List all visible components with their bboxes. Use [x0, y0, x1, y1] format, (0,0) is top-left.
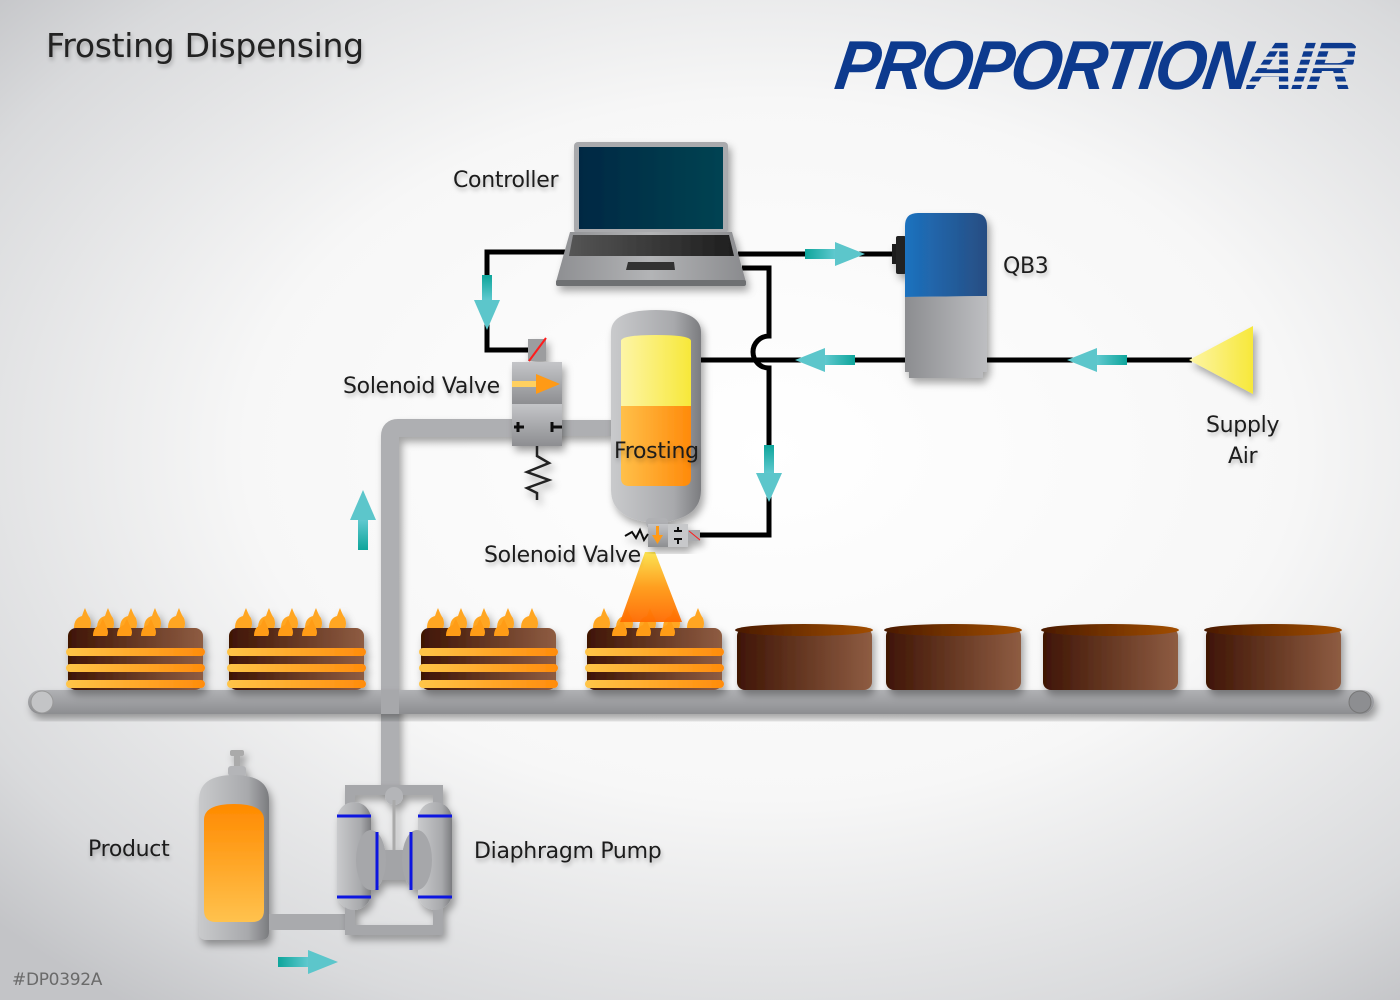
- supply-air-label-line1: Supply: [1206, 413, 1280, 438]
- cakes-group: [66, 608, 1342, 690]
- frosted-cake: [66, 608, 205, 690]
- flow-arrow-down-icon: [474, 275, 500, 330]
- flow-arrow-left-icon: [795, 348, 855, 372]
- qb3-label: QB3: [1003, 254, 1049, 279]
- flow-arrows: [278, 242, 1127, 974]
- frosting-tank[interactable]: [611, 310, 701, 528]
- frosted-cake: [585, 608, 724, 690]
- controller-laptop[interactable]: [556, 142, 746, 286]
- upper-solenoid-valve-label: Solenoid Valve: [343, 374, 500, 399]
- flow-arrow-down-icon: [756, 445, 782, 502]
- frosting-dollop-icon: [427, 608, 444, 628]
- flow-arrow-right-icon: [805, 242, 865, 266]
- frosting-dollop-icon: [302, 619, 317, 636]
- product-tank[interactable]: [199, 750, 269, 940]
- unfrosted-cake: [1204, 624, 1342, 690]
- product-pipe: [381, 419, 612, 790]
- supply-air-source-icon: [1189, 326, 1253, 394]
- frosting-dollop-icon: [494, 619, 509, 636]
- unfrosted-cake: [1041, 624, 1179, 690]
- upper-solenoid-valve[interactable]: [512, 337, 562, 500]
- frosting-dollop-icon: [470, 619, 485, 636]
- frosting-dollop-icon: [254, 619, 269, 636]
- document-id: #DP0392A: [12, 970, 103, 990]
- frosting-dollop-icon: [497, 608, 514, 628]
- frosting-dollop-icon: [120, 608, 137, 628]
- lower-solenoid-valve[interactable]: [624, 524, 701, 547]
- qb3-regulator[interactable]: [892, 213, 987, 378]
- product-label: Product: [88, 837, 170, 862]
- frosted-cake: [419, 608, 558, 690]
- product-to-pump-pipe: [269, 914, 351, 930]
- diaphragm-pump-label: Diaphragm Pump: [474, 839, 662, 864]
- frosting-dollop-icon: [521, 608, 538, 628]
- frosting-dollop-icon: [305, 608, 322, 628]
- frosting-label: Frosting: [614, 439, 699, 464]
- flow-arrow-left-icon: [1067, 348, 1127, 372]
- frosting-dollop-icon: [93, 619, 108, 636]
- frosting-dollop-icon: [660, 619, 675, 636]
- frosting-dollop-icon: [168, 608, 185, 628]
- flow-arrow-right-icon: [278, 950, 338, 974]
- frosting-dollop-icon: [74, 608, 91, 628]
- frosting-dollop-icon: [612, 619, 627, 636]
- frosting-dollop-icon: [117, 619, 132, 636]
- page-title: Frosting Dispensing: [46, 26, 364, 65]
- frosting-dollop-icon: [278, 619, 293, 636]
- frosting-dollop-icon: [144, 608, 161, 628]
- frosting-dollop-icon: [636, 619, 651, 636]
- unfrosted-cake: [884, 624, 1022, 690]
- supply-air-label-line2: Air: [1228, 444, 1258, 469]
- frosted-cake: [227, 608, 366, 690]
- frosting-dollop-icon: [141, 619, 156, 636]
- flow-arrow-up-icon: [350, 490, 376, 550]
- frosting-dollop-icon: [329, 608, 346, 628]
- frosting-dollop-icon: [473, 608, 490, 628]
- air-lines: [484, 249, 1192, 538]
- unfrosted-cake: [735, 624, 873, 690]
- frosting-spray: [620, 552, 682, 622]
- lower-solenoid-valve-label: Solenoid Valve: [484, 543, 641, 568]
- frosting-dollop-icon: [446, 619, 461, 636]
- frosting-dollop-icon: [235, 608, 252, 628]
- frosting-dollop-icon: [687, 608, 704, 628]
- frosting-dollop-icon: [593, 608, 610, 628]
- controller-label: Controller: [453, 168, 559, 193]
- frosting-dollop-icon: [281, 608, 298, 628]
- conveyor-belt: [28, 690, 1374, 714]
- pipe-crossing: [381, 690, 399, 714]
- diaphragm-pump[interactable]: [337, 785, 452, 935]
